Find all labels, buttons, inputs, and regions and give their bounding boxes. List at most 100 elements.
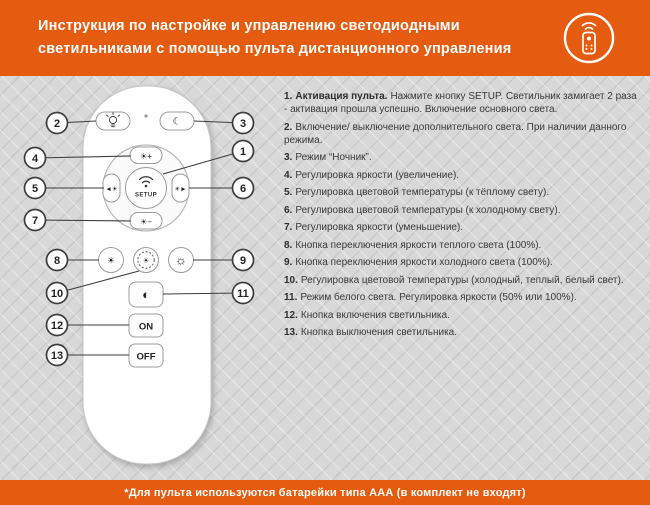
svg-text:2: 2: [54, 118, 60, 130]
instruction-lead: Активация пульта.: [295, 91, 388, 102]
temp-cycle-button: [133, 247, 159, 273]
callout-2: 2: [45, 111, 69, 135]
instruction-number: 2.: [284, 121, 293, 133]
svg-text:5: 5: [32, 183, 38, 195]
instruction-item-1: 1.Активация пульта.Нажмите кнопку SETUP.…: [284, 90, 638, 116]
callout-line-11: [162, 292, 244, 295]
callout-12: 12: [45, 313, 69, 337]
instruction-text: Нажмите кнопку SETUP. Светильник замигае…: [284, 91, 637, 115]
svg-text:8: 8: [54, 255, 60, 267]
svg-text:13: 13: [51, 350, 63, 362]
setup-button: [125, 167, 167, 209]
instruction-text: Режим “Ночник”.: [295, 152, 372, 163]
main-panel: ☾ ☀+ ☀− ◄☀ ☀► SETUP ☀ ☀: [0, 76, 650, 480]
bulb-icon: [106, 112, 120, 128]
warm-100-icon: ☀: [107, 256, 115, 266]
off-button-label: OFF: [137, 352, 156, 363]
page-title-line2: светильниками с помощью пульта дистанцио…: [38, 41, 512, 57]
svg-text:7: 7: [32, 215, 38, 227]
callout-3: 3: [231, 111, 255, 135]
temp-cycle-dashed-ring: [137, 251, 155, 269]
callout-5: 5: [23, 176, 47, 200]
white-mode-icon: ◐: [142, 287, 150, 302]
instruction-number: 5.: [284, 187, 293, 198]
callout-line-7: [34, 219, 132, 222]
instruction-number: 8.: [284, 239, 293, 251]
instruction-text: Кнопка включения светильника.: [300, 309, 450, 321]
svg-text:9: 9: [240, 255, 246, 267]
callout-8: 8: [45, 248, 69, 272]
callout-line-1: [162, 150, 244, 175]
callout-9: 9: [231, 248, 255, 272]
callout-4: 4: [23, 146, 47, 170]
footer: *Для пульта используются батарейки типа …: [0, 480, 650, 505]
callout-10: 10: [45, 281, 69, 305]
svg-text:6: 6: [240, 183, 246, 195]
instruction-item-13: 13.Кнопка выключения светильника.: [284, 326, 638, 339]
battery-note: *Для пульта используются батарейки типа …: [124, 486, 526, 499]
svg-text:10: 10: [51, 288, 63, 300]
instruction-text: Регулировка цветовой температуры (холодн…: [300, 274, 624, 286]
page-title-line1: Инструкция по настройке и управлению све…: [38, 18, 460, 34]
svg-text:12: 12: [51, 320, 63, 332]
svg-text:11: 11: [237, 288, 249, 300]
cold-100-icon: ☼: [175, 253, 187, 268]
instruction-number: 9.: [284, 257, 293, 268]
svg-text:4: 4: [32, 153, 39, 165]
svg-text:1: 1: [240, 146, 246, 158]
instruction-item-11: 11.Режим белого света. Регулировка яркос…: [284, 291, 638, 304]
instruction-item-5: 5.Регулировка цветовой температуры (к тё…: [284, 186, 638, 199]
remote-glyph: [581, 22, 597, 55]
instruction-text: Кнопка переключения яркости холодного св…: [295, 257, 553, 268]
page-title: Инструкция по настройке и управлению све…: [38, 15, 511, 61]
callout-11: 11: [231, 281, 255, 305]
instruction-item-6: 6.Регулировка цветовой температуры (к хо…: [284, 204, 638, 217]
remote-badge-icon: [563, 12, 615, 64]
moon-icon: ☾: [173, 117, 182, 128]
warm-temp-icon: ◄☀: [105, 185, 117, 193]
callout-markers: 1 2 3 4 5: [23, 111, 255, 367]
instruction-text: Включение/ выключение дополнительного св…: [284, 121, 627, 146]
instruction-number: 11.: [284, 292, 298, 303]
instruction-item-7: 7.Регулировка яркости (уменьшение).: [284, 221, 638, 234]
callout-line-10: [56, 270, 140, 294]
instruction-number: 12.: [284, 309, 298, 321]
instructions-list: 1.Активация пульта.Нажмите кнопку SETUP.…: [284, 90, 638, 344]
svg-text:3: 3: [240, 118, 246, 130]
instruction-item-10: 10.Регулировка цветовой температуры (хол…: [284, 274, 638, 287]
instruction-text: Режим белого света. Регулировка яркости …: [300, 292, 577, 303]
led-dot: [144, 114, 148, 118]
instruction-text: Регулировка цветовой температуры (к тёпл…: [295, 187, 550, 198]
instruction-text: Регулировка цветовой температуры (к холо…: [295, 204, 561, 216]
instruction-text: Кнопка переключения яркости теплого свет…: [295, 239, 542, 251]
instruction-number: 13.: [284, 327, 298, 338]
callout-13: 13: [45, 343, 69, 367]
instruction-text: Кнопка выключения светильника.: [300, 327, 458, 338]
instruction-item-9: 9.Кнопка переключения яркости холодного …: [284, 256, 638, 269]
header: Инструкция по настройке и управлению све…: [0, 0, 650, 76]
instruction-number: 4.: [284, 169, 293, 181]
callout-line-4: [34, 155, 132, 159]
instruction-number: 6.: [284, 204, 293, 216]
instruction-item-4: 4.Регулировка яркости (увеличение).: [284, 169, 638, 182]
instruction-item-12: 12.Кнопка включения светильника.: [284, 309, 638, 322]
callout-6: 6: [231, 176, 255, 200]
callout-7: 7: [23, 208, 47, 232]
temp-cycle-icon: ☀: [143, 256, 150, 265]
remote-body: [82, 85, 212, 465]
instruction-item-2: 2.Включение/ выключение дополнительного …: [284, 121, 638, 147]
callout-lines: [34, 120, 244, 356]
on-button-label: ON: [139, 322, 153, 333]
instruction-number: 7.: [284, 222, 293, 233]
instruction-item-8: 8.Кнопка переключения яркости теплого св…: [284, 239, 638, 252]
callout-1: 1: [231, 139, 255, 163]
instruction-item-3: 3.Режим “Ночник”.: [284, 151, 638, 164]
instruction-text: Регулировка яркости (уменьшение).: [295, 222, 464, 233]
instruction-number: 1.: [284, 91, 293, 102]
brightness-down-icon: ☀−: [140, 218, 152, 227]
wifi-icon: [138, 176, 154, 188]
cold-temp-icon: ☀►: [174, 185, 186, 193]
instruction-number: 3.: [284, 152, 293, 163]
instruction-number: 10.: [284, 274, 298, 286]
